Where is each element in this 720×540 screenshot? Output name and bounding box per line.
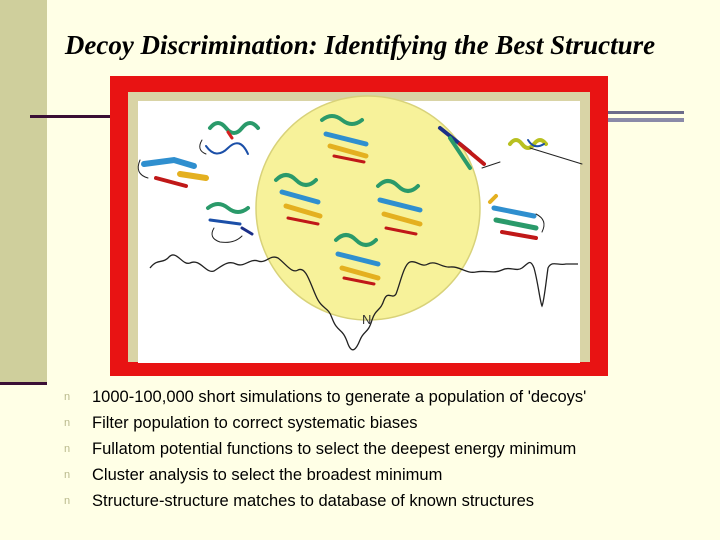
- bullet-marker: n: [64, 495, 71, 507]
- bullet-marker: n: [64, 469, 71, 481]
- energy-landscape-curve: [149, 254, 578, 351]
- bullet-item: n Cluster analysis to select the broadest…: [64, 462, 586, 488]
- decoy-protein-4: [320, 114, 369, 164]
- left-divider-rule: [0, 382, 47, 385]
- bullet-item: n Fullatom potential functions to select …: [64, 436, 586, 462]
- bullet-marker: n: [64, 417, 71, 429]
- bullet-text: Filter population to correct systematic …: [92, 414, 418, 432]
- decoy-protein-5: [274, 173, 323, 226]
- bullet-marker: n: [64, 443, 71, 455]
- title-rule-right-bottom: [608, 118, 684, 122]
- title-rule-right-top: [608, 111, 684, 114]
- decoy-protein-9: [508, 138, 583, 165]
- decoy-protein-8: [438, 126, 501, 170]
- slide-title: Decoy Discrimination: Identifying the Be…: [64, 30, 656, 60]
- title-rule-left: [30, 115, 110, 118]
- decoy-figure: N: [110, 68, 608, 376]
- decoy-protein-7: [334, 233, 381, 286]
- decoy-figure-svg: N: [110, 76, 608, 376]
- bullet-marker: n: [64, 391, 71, 403]
- decoy-protein-6: [376, 179, 423, 236]
- decoy-protein-2: [137, 156, 209, 188]
- bullet-item: n Filter population to correct systematic…: [64, 410, 586, 436]
- decoy-protein-3: [206, 202, 254, 243]
- energy-well-label: N: [362, 312, 371, 327]
- bullet-item: n 1000-100,000 short simulations to gener…: [64, 384, 586, 410]
- bullet-item: n Structure-structure matches to database…: [64, 488, 586, 514]
- bullet-text: Structure-structure matches to database …: [92, 492, 535, 510]
- left-accent-band: [0, 0, 47, 385]
- bullet-text: Fullatom potential functions to select t…: [92, 440, 577, 458]
- decoy-protein-10: [488, 194, 545, 240]
- bullet-list: n 1000-100,000 short simulations to gener…: [64, 384, 586, 514]
- decoy-protein-1: [199, 121, 260, 155]
- best-cluster-circle: [255, 95, 481, 321]
- bullet-text: Cluster analysis to select the broadest …: [92, 466, 443, 484]
- bullet-text: 1000-100,000 short simulations to genera…: [92, 388, 587, 406]
